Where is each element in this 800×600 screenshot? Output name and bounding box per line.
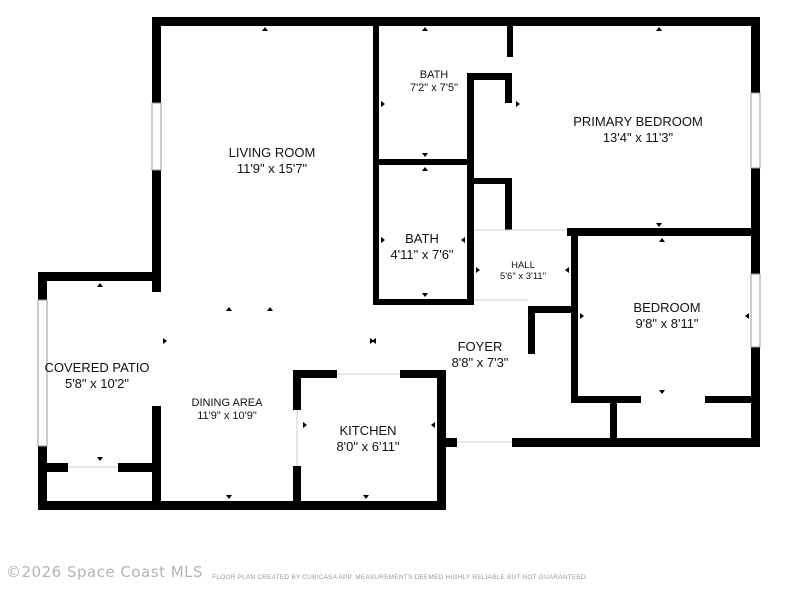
kitchen-name: KITCHEN (339, 423, 397, 438)
bath-lower-name: BATH (405, 231, 439, 246)
bedroom-label: BEDROOM 9'8" x 8'11" (633, 300, 700, 331)
wall-foyer-nook-left (528, 306, 535, 354)
primary-bedroom-dims: 13'4" x 11'3" (602, 129, 674, 145)
bath-upper-name: BATH (419, 69, 449, 81)
kitchen-dims: 8'0" x 6'11" (336, 438, 400, 454)
wall-patio-left-top (38, 272, 47, 300)
copyright-watermark: ©2026 Space Coast MLS (6, 563, 204, 581)
wall-foyer-stub (437, 438, 457, 447)
wall-bath-divider (373, 159, 473, 165)
covered-patio-name: COVERED PATIO (44, 360, 150, 375)
bedroom-dims: 9'8" x 8'11" (635, 315, 699, 331)
hall-dims: 5'6" x 3'11" (499, 271, 547, 283)
wall-bottom (38, 501, 446, 510)
wall-kitchen-top-left (293, 370, 337, 378)
dining-area-label: DINING AREA 11'9" x 10'9" (192, 397, 263, 423)
wall-bedroom-left (571, 228, 578, 402)
wall-bedroom-bottom-right (705, 396, 760, 403)
bath-lower-dims: 4'11" x 7'6" (390, 246, 454, 262)
foyer-name: FOYER (457, 339, 503, 354)
wall-bath-bottom (373, 299, 467, 305)
wall-living-patio-lower (152, 406, 161, 510)
living-room-dims: 11'9" x 15'7" (236, 160, 308, 176)
wall-closet-top (467, 73, 511, 80)
window-bedroom (750, 273, 761, 348)
primary-bedroom-name: PRIMARY BEDROOM (573, 114, 703, 129)
wall-right-primary (751, 17, 760, 93)
dining-area-dims: 11'9" x 10'9" (197, 410, 257, 423)
dimension-markers (97, 27, 749, 499)
living-room-name: LIVING ROOM (228, 145, 316, 160)
covered-patio-dims: 5'8" x 10'2" (64, 375, 130, 391)
window-primary (750, 92, 761, 169)
wall-patio-top (38, 272, 160, 281)
wall-primary-left (507, 17, 513, 57)
covered-patio-label: COVERED PATIO 5'8" x 10'2" (45, 360, 150, 391)
wall-patio-door-right (118, 463, 160, 472)
wall-closet-right (505, 73, 512, 103)
wall-top (152, 17, 760, 26)
dining-area-name: DINING AREA (191, 397, 263, 409)
kitchen-label: KITCHEN 8'0" x 6'11" (336, 423, 399, 454)
wall-left-living (152, 17, 161, 103)
floor-plan-disclaimer: FLOOR PLAN CREATED BY CUBICASA APP. MEAS… (212, 574, 588, 581)
primary-bedroom-label: PRIMARY BEDROOM 13'4" x 11'3" (573, 114, 703, 145)
window-living (151, 102, 162, 171)
bath-upper-label: BATH 7'2" x 7'5" (410, 69, 458, 95)
wall-right-mid (751, 168, 760, 274)
hall-name: HALL (511, 260, 535, 271)
wall-left-living-lower (152, 170, 161, 292)
wall-kitchen-left-top (293, 370, 301, 410)
openings (68, 229, 567, 468)
wall-foyer-nook-top (528, 306, 578, 313)
foyer-label: FOYER 8'8" x 7'3" (452, 339, 509, 370)
walls (38, 17, 760, 510)
wall-patio-door-left (38, 463, 68, 472)
hall-label: HALL 5'6" x 3'11" (500, 260, 546, 283)
bath-lower-label: BATH 4'11" x 7'6" (390, 231, 453, 262)
wall-bottom-right (512, 438, 760, 447)
windows (37, 92, 761, 447)
wall-closet-left (467, 73, 474, 305)
wall-patio-left-bottom (38, 446, 47, 510)
bedroom-name: BEDROOM (633, 300, 701, 315)
window-patio-screen (37, 299, 48, 447)
wall-closet-shelf (467, 178, 512, 184)
wall-bedroom-bottom (571, 396, 641, 403)
wall-kitchen-left-bottom (293, 466, 301, 510)
living-room-label: LIVING ROOM 11'9" x 15'7" (229, 145, 316, 176)
wall-closet-lower-right (505, 178, 512, 230)
bath-upper-dims: 7'2" x 7'5" (409, 82, 459, 95)
wall-closet2-divider (610, 396, 617, 447)
wall-kitchen-right (437, 370, 446, 510)
foyer-dims: 8'8" x 7'3" (451, 354, 509, 370)
wall-kitchen-top-right (400, 370, 446, 378)
wall-primary-bottom (567, 228, 760, 236)
